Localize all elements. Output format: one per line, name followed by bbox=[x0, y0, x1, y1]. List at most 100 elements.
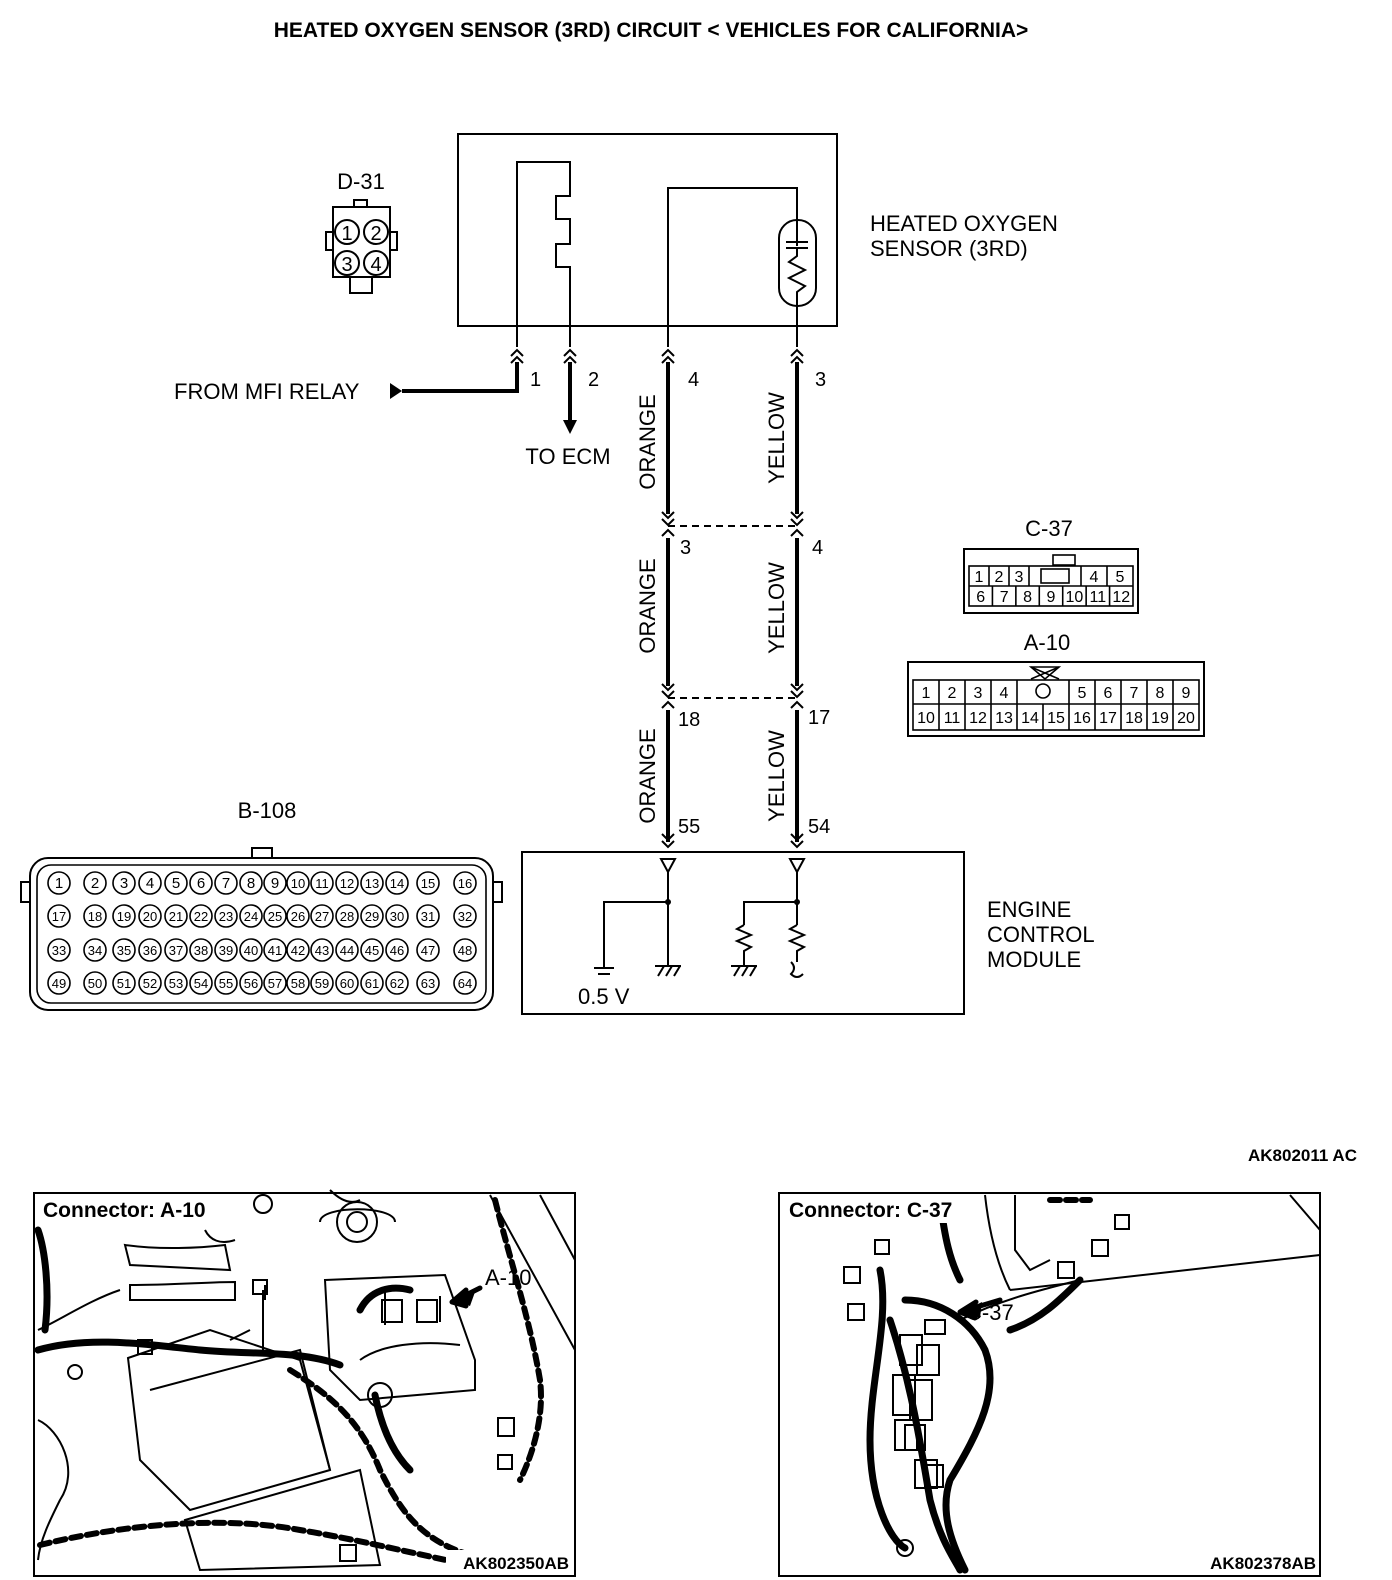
diagram-code: AK802011 AC bbox=[1248, 1146, 1357, 1165]
b108-pin-label: 56 bbox=[244, 976, 258, 991]
b108-pin-label: 27 bbox=[315, 909, 329, 924]
wire-label-yellow: YELLOW bbox=[764, 562, 789, 654]
b108-pin bbox=[189, 971, 213, 995]
pin-a10-orange: 18 bbox=[678, 709, 700, 731]
b108-pin-label: 36 bbox=[143, 943, 157, 958]
b108-pin-label: 26 bbox=[291, 909, 305, 924]
b108-pin bbox=[263, 971, 287, 995]
b108-pin-label: 28 bbox=[340, 909, 354, 924]
ecm-chevrons bbox=[661, 833, 804, 849]
a10-key-hole bbox=[1035, 683, 1051, 699]
c37-cell: 4 bbox=[1090, 569, 1099, 586]
connector-a10-id: A-10 bbox=[1024, 630, 1070, 655]
b108-pin bbox=[453, 904, 477, 928]
b108-pin-label: 44 bbox=[340, 943, 354, 958]
a10-cell: 17 bbox=[1099, 710, 1117, 727]
b108-pin bbox=[164, 871, 188, 895]
b108-pin-label: 11 bbox=[315, 876, 329, 891]
c37-cell: 2 bbox=[995, 569, 1004, 586]
a10-cell: 5 bbox=[1078, 685, 1087, 702]
a10-cell: 16 bbox=[1073, 710, 1091, 727]
b108-pin-label: 62 bbox=[390, 976, 404, 991]
a10-cell: 4 bbox=[1000, 685, 1009, 702]
connector-b108-id: B-108 bbox=[238, 798, 297, 823]
b108-pin-label: 21 bbox=[169, 909, 183, 924]
b108-pin-label: 17 bbox=[52, 909, 66, 924]
photo-c37-caption: Connector: C-37 bbox=[789, 1199, 952, 1222]
b108-pin bbox=[138, 904, 162, 928]
to-ecm-arrow-icon bbox=[563, 420, 577, 434]
b108-pin bbox=[112, 871, 136, 895]
c37-cell: 10 bbox=[1066, 589, 1084, 606]
connector-d31: D-31 1 2 3 4 bbox=[325, 169, 398, 294]
b108-pin bbox=[360, 871, 384, 895]
b108-pin bbox=[416, 871, 440, 895]
b108-pin-label: 12 bbox=[340, 876, 354, 891]
b108-pin bbox=[335, 938, 359, 962]
b108-pin bbox=[416, 971, 440, 995]
a10-cell: 20 bbox=[1177, 710, 1195, 727]
b108-pin-label: 15 bbox=[421, 876, 435, 891]
b108-pin-label: 20 bbox=[143, 909, 157, 924]
b108-pin-label: 59 bbox=[315, 976, 329, 991]
b108-pin-label: 25 bbox=[268, 909, 282, 924]
d31-cell: 2 bbox=[370, 223, 381, 245]
ecm-label-line2: CONTROL bbox=[987, 922, 1095, 947]
c37-cell: 3 bbox=[1015, 569, 1024, 586]
pin-d31-3: 3 bbox=[815, 369, 826, 391]
b108-pin bbox=[335, 871, 359, 895]
b108-pin-label: 1 bbox=[55, 875, 63, 892]
ecm-voltage-label: 0.5 V bbox=[578, 984, 630, 1009]
b108-pin bbox=[263, 938, 287, 962]
wire-label-orange: ORANGE bbox=[635, 558, 660, 653]
sensor-label-line1: HEATED OXYGEN bbox=[870, 211, 1058, 236]
b108-pin bbox=[385, 971, 409, 995]
d31-cell: 1 bbox=[341, 223, 352, 245]
b108-pin bbox=[112, 938, 136, 962]
b108-pin-label: 16 bbox=[458, 876, 472, 891]
photo-c37-callout: C-37 bbox=[966, 1300, 1014, 1325]
b108-pin-label: 34 bbox=[88, 943, 102, 958]
b108-pin-label: 30 bbox=[390, 909, 404, 924]
c37-cell: 12 bbox=[1112, 589, 1130, 606]
b108-pin bbox=[453, 938, 477, 962]
b108-pin-label: 3 bbox=[120, 875, 128, 892]
b108-pin-label: 13 bbox=[365, 876, 379, 891]
b108-pin bbox=[335, 904, 359, 928]
b108-pin-label: 52 bbox=[143, 976, 157, 991]
b108-pin-label: 39 bbox=[219, 943, 233, 958]
b108-pin-label: 9 bbox=[271, 875, 279, 892]
b108-pin-label: 41 bbox=[268, 943, 282, 958]
pin-c37-orange: 3 bbox=[680, 537, 691, 559]
pin-ecm-yellow: 54 bbox=[808, 816, 830, 838]
b108-pin bbox=[83, 938, 107, 962]
b108-pin-label: 47 bbox=[421, 943, 435, 958]
b108-pin-label: 6 bbox=[197, 875, 205, 892]
b108-pin-label: 5 bbox=[172, 875, 180, 892]
connector-c37-id: C-37 bbox=[1025, 516, 1073, 541]
b108-pin bbox=[310, 938, 334, 962]
b108-pin bbox=[385, 938, 409, 962]
b108-pin-label: 23 bbox=[219, 909, 233, 924]
b108-pin bbox=[164, 971, 188, 995]
junction-a10 bbox=[661, 683, 804, 709]
b108-pin-label: 46 bbox=[390, 943, 404, 958]
wire-label-yellow: YELLOW bbox=[764, 392, 789, 484]
d31-cell: 3 bbox=[341, 254, 352, 276]
b108-pin-label: 7 bbox=[222, 875, 230, 892]
wire-label-yellow: YELLOW bbox=[764, 730, 789, 822]
b108-pin-label: 37 bbox=[169, 943, 183, 958]
pin-ecm-orange: 55 bbox=[678, 816, 700, 838]
b108-pin-label: 40 bbox=[244, 943, 258, 958]
connector-d31-id: D-31 bbox=[337, 169, 385, 194]
a10-cell: 10 bbox=[917, 710, 935, 727]
a10-cell: 9 bbox=[1182, 685, 1191, 702]
photo-a10-callout: A-10 bbox=[485, 1265, 531, 1290]
b108-pin bbox=[286, 904, 310, 928]
b108-pin-label: 19 bbox=[117, 909, 131, 924]
a10-cell: 1 bbox=[922, 685, 931, 702]
b108-pin bbox=[47, 871, 71, 895]
b108-pin bbox=[310, 871, 334, 895]
b108-pin-label: 29 bbox=[365, 909, 379, 924]
